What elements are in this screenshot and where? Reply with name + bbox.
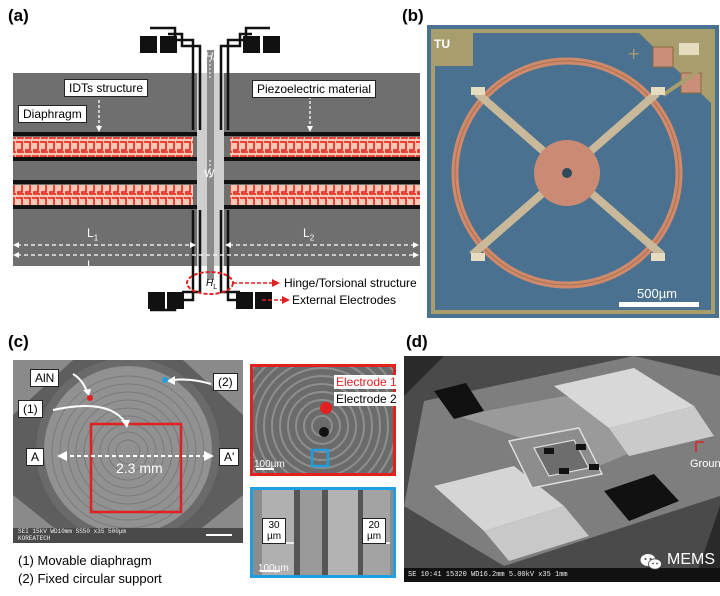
panel-a-label: (a) <box>8 6 29 25</box>
callout-1-label: (1) <box>18 400 43 418</box>
panel-b-label: (b) <box>402 6 424 25</box>
electrode-1-label: Electrode 1 <box>334 375 399 389</box>
section-a-right: A' <box>219 448 240 466</box>
hw-label: HW <box>205 51 220 66</box>
l1-label: L1 <box>87 226 99 243</box>
legend-movable-diaphragm: (1) Movable diaphragm <box>18 553 152 568</box>
l-label: L <box>87 258 94 272</box>
panel-c-sem-org: KOREATECH <box>18 535 51 542</box>
diaphragm-dimension: 2.3 mm <box>116 460 163 476</box>
panel-c-sem-info: SEI 15kV WD10mm SS50 x35 500µm <box>18 528 127 535</box>
panel-b-chip-photo: + <box>427 25 719 318</box>
ground-label: Ground <box>690 458 720 470</box>
tu-logo-text: TU <box>434 37 450 51</box>
diaphragm-label: Diaphragm <box>18 105 87 123</box>
wechat-icon <box>640 554 662 570</box>
zoom-scale-label: 100µm <box>254 459 285 470</box>
piezo-label: Piezoelectric material <box>252 80 377 98</box>
electrode-2-label: Electrode 2 <box>334 392 399 406</box>
panel-c-label: (c) <box>8 332 29 351</box>
hinge-label: Hinge/Torsional structure <box>284 276 417 290</box>
watermark-text: MEMS <box>667 551 715 568</box>
panel-c-sem-main <box>13 360 243 543</box>
l2-label: L2 <box>303 226 315 243</box>
width-scale-label: 100µm <box>258 563 289 574</box>
panel-a-diagram <box>13 26 420 312</box>
w-label: W <box>204 168 215 180</box>
electrodes-label: External Electrodes <box>292 293 397 307</box>
hl-label: HL <box>206 278 218 291</box>
legend-fixed-support: (2) Fixed circular support <box>18 571 162 586</box>
section-a-left: A <box>26 448 45 466</box>
panel-d-sem-info: SE 10:41 15320 WD16.2mm 5.00kV x35 1mm <box>408 571 568 579</box>
panel-d-sem-image <box>404 356 720 582</box>
panel-b-scale-label: 500µm <box>637 286 678 301</box>
aln-label: AlN <box>30 369 60 387</box>
panel-d-label: (d) <box>406 332 428 351</box>
callout-2-label: (2) <box>213 373 238 391</box>
idts-label: IDTs structure <box>64 79 149 97</box>
svg-text:+: + <box>627 44 640 63</box>
